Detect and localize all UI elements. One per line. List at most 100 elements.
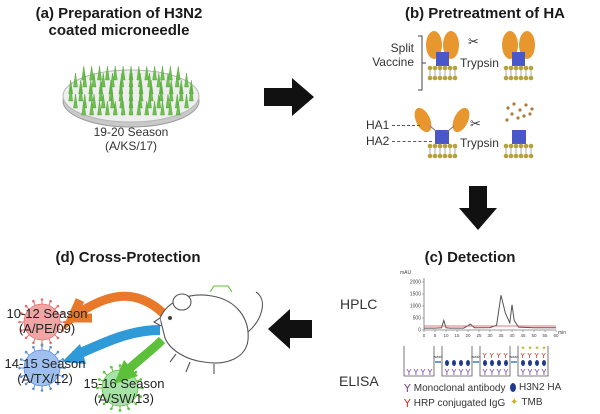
legend-tmb: ✦ TMB (510, 397, 543, 408)
ha-icon (510, 383, 516, 392)
virus-icon (18, 344, 66, 392)
panel-a-caption-line2: (A/KS/17) (104, 139, 158, 153)
lipid-membrane (427, 65, 458, 81)
needle (82, 72, 87, 88)
legend-hrp-label: HRP conjugated IgG (413, 398, 506, 409)
blue-arrow-head (62, 344, 86, 364)
x-tick-label: 60 (553, 333, 559, 338)
ha2-label: HA2 (366, 134, 390, 148)
antibody-icon: Y (541, 368, 547, 377)
fragment (524, 103, 528, 107)
orange-curved-arrow (60, 291, 172, 332)
needle (98, 86, 104, 102)
trypsin-label-bottom: Trypsin (460, 136, 499, 150)
needle (91, 93, 97, 109)
tmb-icon: ✦ (528, 345, 533, 352)
needle (110, 93, 115, 109)
ha2-leader (392, 141, 432, 142)
x-tick-label: 25 (476, 333, 482, 338)
ha-icon (466, 360, 470, 366)
ha-icon (521, 360, 525, 366)
season-label-2: 14-15 Season (A/TX/12) (0, 356, 90, 386)
season1-line2: (A/PE/09) (18, 321, 76, 336)
needle (144, 100, 149, 116)
x-tick-label: 50 (531, 333, 537, 338)
ha-trimer-icon (502, 31, 535, 81)
lipid-membrane (503, 65, 534, 81)
needle (160, 100, 165, 116)
season-label-3: 15-16 Season (A/SW/13) (74, 376, 174, 406)
antibody-icon: Y (465, 368, 471, 377)
split-vaccine-label: Split Vaccine (368, 41, 414, 69)
elisa-well (479, 346, 511, 377)
left-arrow-icon (268, 309, 312, 349)
needle (160, 65, 165, 81)
ha-icon (483, 360, 487, 366)
season2-line1: 14-15 Season (4, 356, 86, 371)
antibody-icon: Y (482, 368, 488, 377)
wash-label: wash (471, 354, 480, 359)
needle (168, 65, 173, 81)
antibody-icon: Y (404, 382, 411, 395)
needle (89, 100, 94, 116)
season1-line1: 10-12 Season (6, 306, 88, 321)
ha-icon (535, 360, 539, 366)
needle (113, 65, 118, 81)
needle (97, 100, 102, 116)
x-tick-label: 0 (423, 333, 426, 338)
legend-ha-label: H3N2 HA (519, 382, 562, 393)
needle (89, 65, 94, 81)
needle (152, 65, 157, 81)
legend-hrp-igg: Y HRP conjugated IgG (404, 397, 505, 410)
panel-a-caption-line1: 19-20 Season (93, 125, 169, 139)
hrp-antibody-icon: Y (404, 397, 411, 410)
legend-h3n2-ha: H3N2 HA (510, 382, 561, 393)
legend-mono-label: Monoclonal antibody (413, 383, 506, 394)
lipid-membrane (427, 143, 458, 159)
ha-icon (459, 360, 463, 366)
hplc-series-line (424, 295, 556, 329)
trypsin-label-top: Trypsin (460, 56, 499, 70)
season2-line2: (A/TX/12) (17, 371, 73, 386)
x-tick-label: 40 (509, 333, 515, 338)
needle (144, 65, 149, 81)
hrp-antibody-icon: Y (520, 352, 526, 360)
ha-icon (490, 360, 494, 366)
needle (78, 86, 83, 102)
ha-trimer-intact-icon (426, 31, 459, 81)
mouse-icon (152, 285, 263, 374)
lipid-membrane (503, 143, 534, 159)
chart-xunit-label: min (558, 330, 566, 336)
needle (128, 100, 134, 116)
down-arrow-icon (459, 186, 497, 230)
antibody-icon: Y (496, 368, 502, 377)
panel-a-title-line1: (a) Preparation of H3N2 (35, 5, 203, 22)
elisa-well (441, 346, 473, 377)
antibody-icon: Y (406, 368, 412, 377)
needle (113, 100, 118, 116)
right-arrow-icon (264, 78, 314, 116)
antibody-icon: Y (534, 368, 540, 377)
panel-c-title: (c) Detection (424, 249, 516, 266)
blue-curved-arrow (71, 325, 161, 361)
panel-b-title: (b) Pretreatment of HA (404, 5, 565, 22)
antibody-icon: Y (420, 368, 426, 377)
needle (176, 100, 181, 116)
elisa-well (403, 346, 435, 377)
needle (120, 100, 126, 116)
fragment (505, 118, 509, 122)
x-tick-label: 55 (542, 333, 548, 338)
fragment (512, 102, 516, 106)
panel-d-title: (d) Cross-Protection (55, 249, 201, 266)
elisa-label: ELISA (339, 373, 379, 389)
fragment (518, 108, 522, 112)
antibody-icon: Y (503, 368, 509, 377)
needle (168, 100, 173, 116)
ha-icon (452, 360, 456, 366)
season3-line2: (A/SW/13) (94, 391, 154, 406)
green-curved-arrow (122, 336, 166, 376)
needle (165, 72, 171, 88)
hplc-label: HPLC (340, 296, 378, 312)
